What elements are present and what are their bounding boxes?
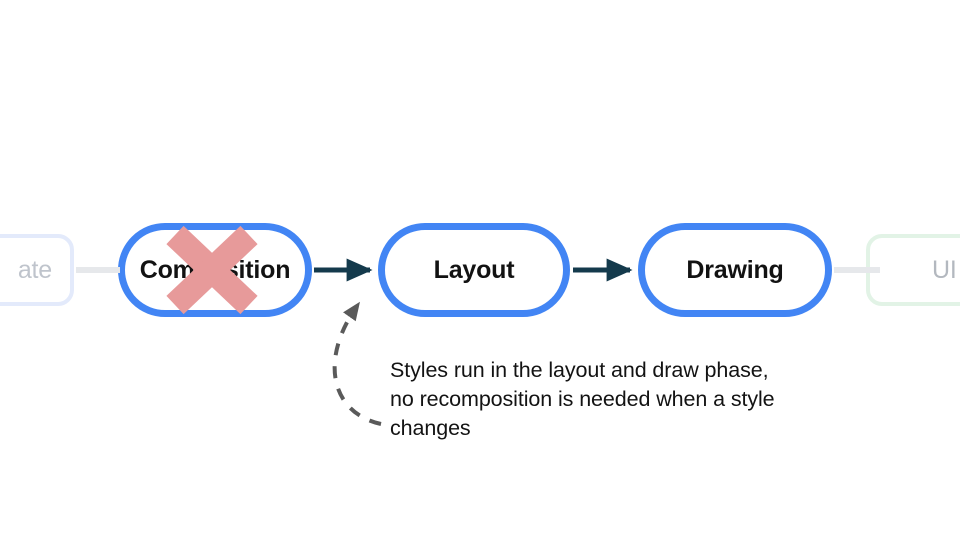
callout-dashed-arrow	[332, 301, 382, 426]
callout-text-line-1: Styles run in the layout and draw phase,	[390, 358, 769, 382]
node-composition-label: Composition	[139, 255, 291, 284]
node-composition[interactable]: Composition	[118, 223, 312, 317]
node-ui[interactable]: UI	[866, 234, 960, 306]
callout-text-line-2: no recomposition is needed when a style	[390, 387, 775, 411]
node-ui-label: UI	[932, 255, 957, 284]
node-layout-label: Layout	[433, 255, 515, 284]
callout-text: Styles run in the layout and draw phase,…	[390, 356, 860, 443]
callout-text-line-3: changes	[390, 416, 471, 440]
node-drawing-label: Drawing	[686, 255, 784, 284]
node-layout[interactable]: Layout	[378, 223, 570, 317]
node-state-label: ate	[17, 255, 52, 284]
node-drawing[interactable]: Drawing	[638, 223, 832, 317]
node-state[interactable]: ate	[0, 234, 74, 306]
